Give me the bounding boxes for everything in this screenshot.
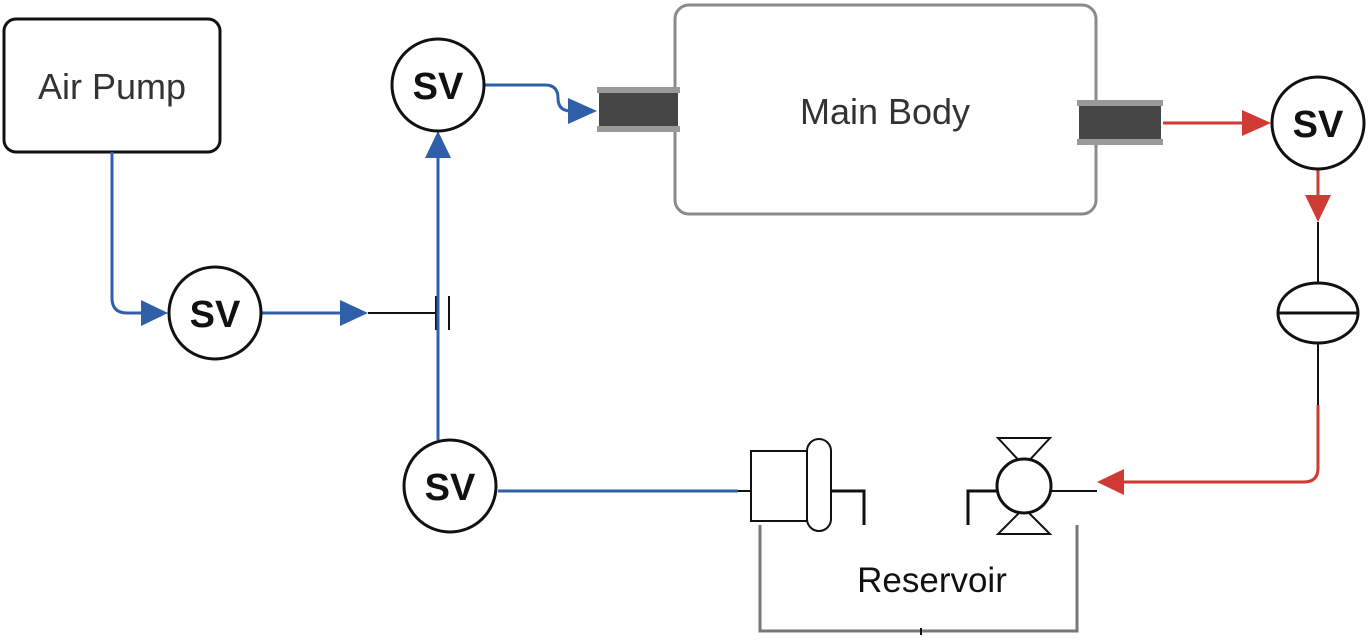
sv-label: SV: [413, 66, 464, 108]
sv-label: SV: [190, 294, 241, 336]
solenoid-valve-pump[interactable]: SV: [167, 265, 263, 361]
filter-cap: [806, 438, 832, 532]
main-body-label: Main Body: [800, 91, 970, 132]
return-valve[interactable]: [966, 437, 1053, 535]
arrow-head: [141, 300, 168, 326]
arrow-head: [1097, 469, 1124, 495]
main-body-inlet-connector: [597, 87, 680, 132]
reservoir[interactable]: Reservoir: [758, 525, 1079, 635]
filter-body: [750, 450, 812, 522]
return-to-reservoir-line: [1124, 405, 1320, 484]
sv-label: SV: [425, 467, 476, 509]
arrow-head: [1305, 195, 1331, 222]
arrow-head: [340, 300, 368, 326]
flow-meter[interactable]: [1276, 281, 1360, 345]
reservoir-label: Reservoir: [857, 561, 1007, 600]
filter-outlet-pipe: [831, 489, 866, 525]
valve-inlet-pipe: [966, 489, 1000, 525]
main-body-outlet-connector: [1077, 100, 1163, 145]
arrow-head: [425, 131, 451, 158]
arrow-head: [1242, 110, 1271, 136]
reservoir-tank[interactable]: [758, 525, 1079, 633]
solenoid-valve-inlet[interactable]: SV: [390, 37, 486, 133]
sv-label: SV: [1293, 104, 1344, 146]
suction-filter[interactable]: [738, 438, 866, 532]
air-pump[interactable]: Air Pump: [2, 17, 222, 154]
valve-bottom-triangle: [995, 506, 1053, 535]
solenoid-valve-outlet[interactable]: SV: [1270, 75, 1366, 171]
pump-to-sv-line: [110, 152, 151, 315]
valve-top-triangle: [995, 437, 1053, 468]
sv-to-main-body-line: [485, 83, 572, 113]
main-body[interactable]: Main Body: [673, 3, 1098, 216]
arrow-head: [568, 98, 597, 124]
air-pump-label: Air Pump: [38, 66, 186, 107]
valve-body: [995, 457, 1053, 515]
solenoid-valve-reservoir[interactable]: SV: [402, 438, 498, 534]
